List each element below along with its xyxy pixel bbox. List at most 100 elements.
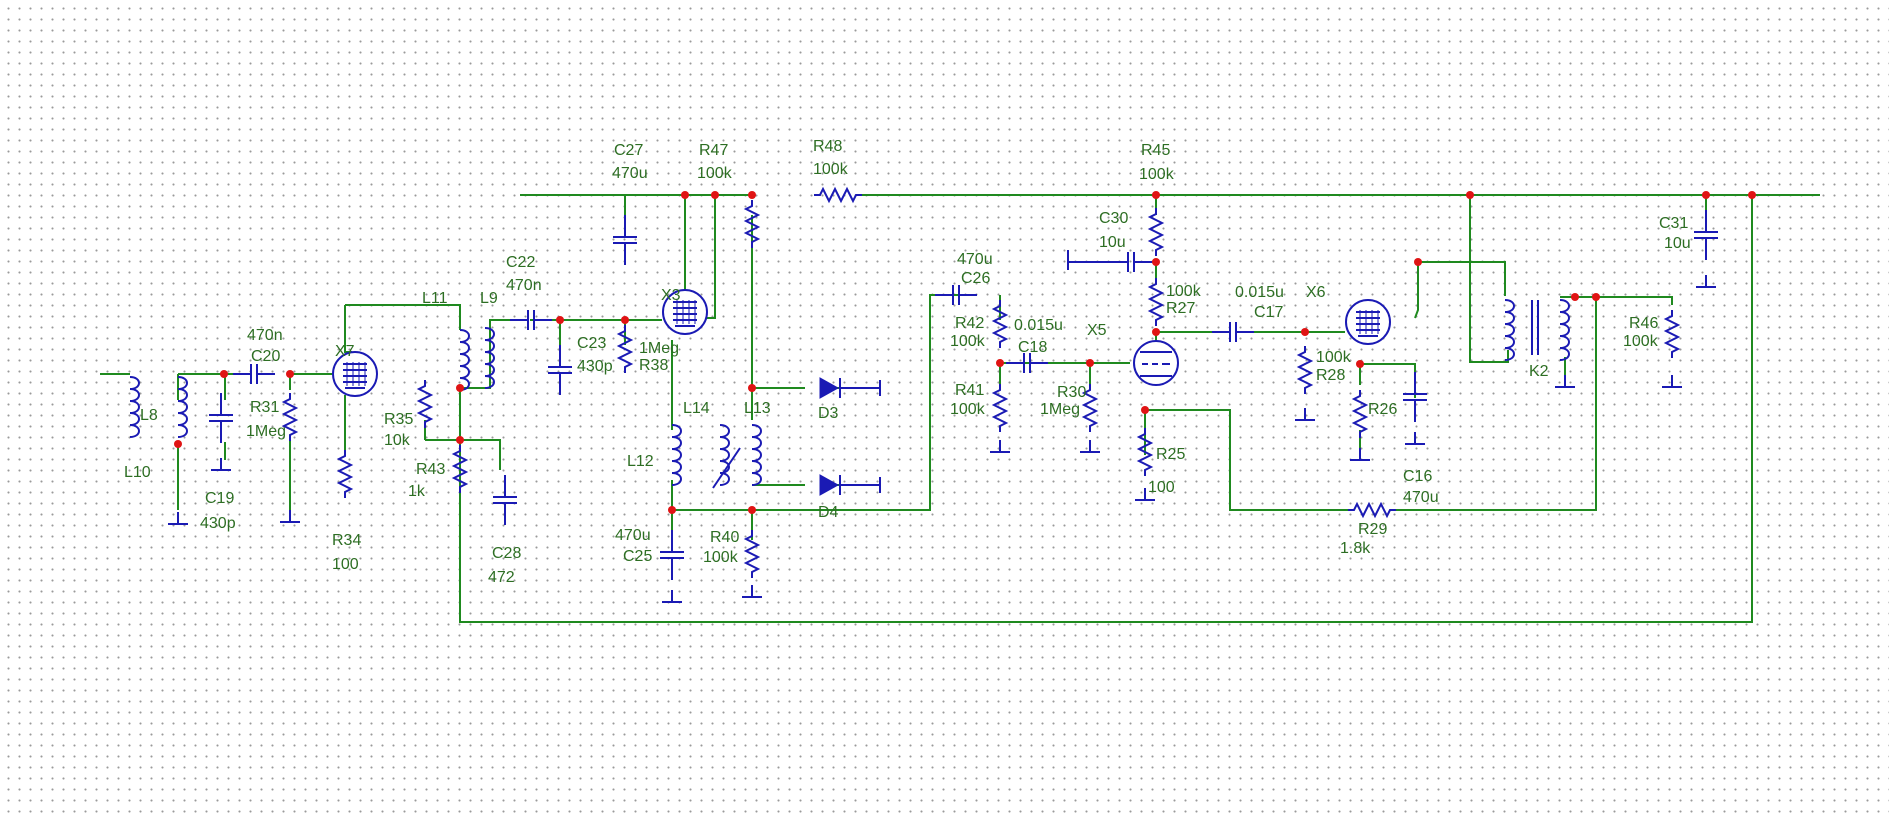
label-r47-value: 100k <box>697 165 733 182</box>
c30-capacitor <box>1109 251 1153 273</box>
label-c19-value: 430p <box>200 515 236 532</box>
label-c18: C18 <box>1018 339 1047 356</box>
label-c16: C16 <box>1403 468 1432 485</box>
ground-icon <box>167 511 189 525</box>
label-c17: C17 <box>1254 304 1283 321</box>
r48-resistor <box>813 188 863 202</box>
components <box>120 188 1719 603</box>
label-r29-value: 1.8k <box>1340 540 1371 557</box>
ground-icon <box>279 509 301 523</box>
label-c30-value: 10u <box>1099 234 1126 251</box>
label-r40: R40 <box>710 529 739 546</box>
r28-resistor <box>1298 345 1312 395</box>
l8-coil <box>177 376 188 438</box>
label-c25: C25 <box>623 548 652 565</box>
r34-resistor <box>338 449 352 499</box>
k2-primary-coil <box>1504 299 1515 361</box>
c17-capacitor <box>1211 321 1255 343</box>
label-r27: R27 <box>1166 300 1195 317</box>
r27-resistor <box>1149 277 1163 327</box>
label-r27-value: 100k <box>1166 283 1202 300</box>
label-r47: R47 <box>699 142 728 159</box>
l10-coil <box>129 376 140 438</box>
label-l10: L10 <box>124 464 151 481</box>
label-c31: C31 <box>1659 215 1688 232</box>
c31-capacitor <box>1693 209 1719 261</box>
label-r41: R41 <box>955 382 984 399</box>
d4-diode <box>819 474 840 496</box>
r45-resistor <box>1149 207 1163 257</box>
label-l8: L8 <box>140 407 158 424</box>
label-l9: L9 <box>480 290 498 307</box>
label-r28: R28 <box>1316 367 1345 384</box>
label-c19: C19 <box>205 490 234 507</box>
label-c22: C22 <box>506 254 535 271</box>
label-r26: R26 <box>1368 401 1397 418</box>
label-r34: R34 <box>332 532 361 549</box>
l13-coil <box>751 424 762 486</box>
label-r31-value: 1Meg <box>246 423 286 440</box>
ground-icon <box>1079 439 1101 453</box>
r41-resistor <box>993 383 1007 433</box>
label-c16-value: 470u <box>1403 489 1439 506</box>
label-r34-value: 100 <box>332 556 359 573</box>
label-c22-value: 470n <box>506 277 542 294</box>
ground-icon <box>1294 407 1316 421</box>
label-r46: R46 <box>1629 315 1658 332</box>
label-r41-value: 100k <box>950 401 986 418</box>
label-l12: L12 <box>627 453 654 470</box>
label-d3: D3 <box>818 405 839 422</box>
label-r42-value: 100k <box>950 333 986 350</box>
label-c23: C23 <box>577 335 606 352</box>
l11-coil <box>459 329 470 391</box>
junctions <box>174 191 1756 514</box>
label-r38-value: 1Meg <box>639 340 679 357</box>
label-r35: R35 <box>384 411 413 428</box>
ground-icon <box>1404 431 1426 445</box>
label-x6: X6 <box>1306 284 1326 301</box>
label-r43: R43 <box>416 461 445 478</box>
label-c26: C26 <box>961 270 990 287</box>
c20-capacitor <box>232 363 276 385</box>
label-l14: L14 <box>683 400 710 417</box>
label-c28: C28 <box>492 545 521 562</box>
label-x5: X5 <box>1087 322 1107 339</box>
ground-icon <box>741 584 763 598</box>
label-c25-value: 470u <box>615 527 651 544</box>
label-r30: R30 <box>1057 384 1086 401</box>
d3-diode <box>819 377 840 399</box>
ground-icon <box>661 589 683 603</box>
label-x3: X3 <box>661 287 681 304</box>
label-r42: R42 <box>955 315 984 332</box>
label-c17-value: 0.015u <box>1235 284 1284 301</box>
ground-icon <box>1554 374 1576 388</box>
label-c20-value: 470n <box>247 327 283 344</box>
label-r43-value: 1k <box>408 483 426 500</box>
label-c23-value: 430p <box>577 358 613 375</box>
c27-capacitor <box>612 214 638 266</box>
c23-capacitor <box>547 344 573 396</box>
label-c30: C30 <box>1099 210 1128 227</box>
label-l13: L13 <box>744 400 771 417</box>
label-r31: R31 <box>250 399 279 416</box>
label-r29: R29 <box>1358 521 1387 538</box>
label-r25-value: 100 <box>1148 479 1175 496</box>
labels: L10 L8 C19 430p 470n C20 R31 1Meg X7 R34… <box>124 138 1691 586</box>
c28-capacitor <box>492 474 518 526</box>
label-r28-value: 100k <box>1316 349 1352 366</box>
label-c20: C20 <box>251 348 280 365</box>
label-k2: K2 <box>1529 363 1549 380</box>
x6-tube <box>1345 299 1391 345</box>
label-r46-value: 100k <box>1623 333 1659 350</box>
label-c26-value: 470u <box>957 251 993 268</box>
label-r35-value: 10k <box>384 432 411 449</box>
label-r30-value: 1Meg <box>1040 401 1080 418</box>
label-r40-value: 100k <box>703 549 739 566</box>
label-c27-value: 470u <box>612 165 648 182</box>
c19-capacitor <box>208 392 234 444</box>
r29-resistor <box>1347 503 1397 517</box>
c30-ground <box>1067 250 1110 270</box>
label-r45: R45 <box>1141 142 1170 159</box>
